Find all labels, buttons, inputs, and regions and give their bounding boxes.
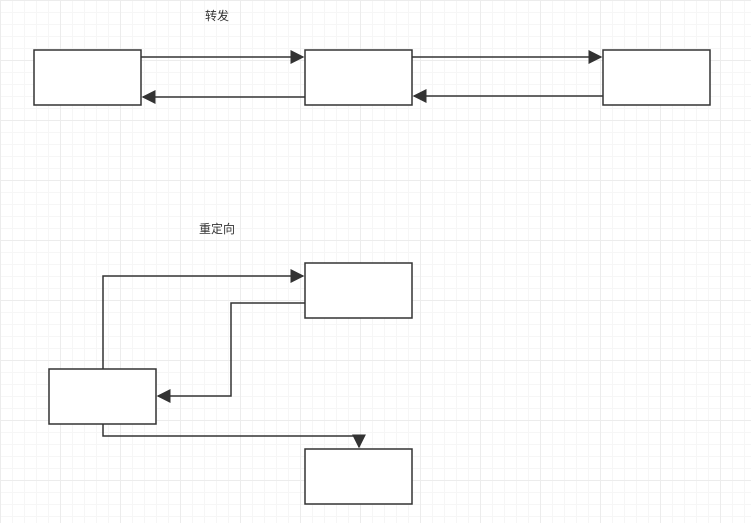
redirect-title: 重定向: [199, 221, 235, 236]
redirect-first-request-arrow[interactable]: [102, 269, 305, 369]
redirect-server-a-box[interactable]: [304, 262, 413, 319]
redirect-second-request-arrow[interactable]: [102, 424, 366, 449]
redirect-client-box[interactable]: [48, 368, 157, 425]
redirect-response-arrow[interactable]: [156, 302, 305, 403]
forward-server-b-box[interactable]: [602, 49, 711, 106]
forward-client-box[interactable]: [33, 49, 142, 106]
forward-server-a-box[interactable]: [304, 49, 413, 106]
redirect-server-b-box[interactable]: [304, 448, 413, 505]
forward-title: 转发: [205, 8, 229, 23]
